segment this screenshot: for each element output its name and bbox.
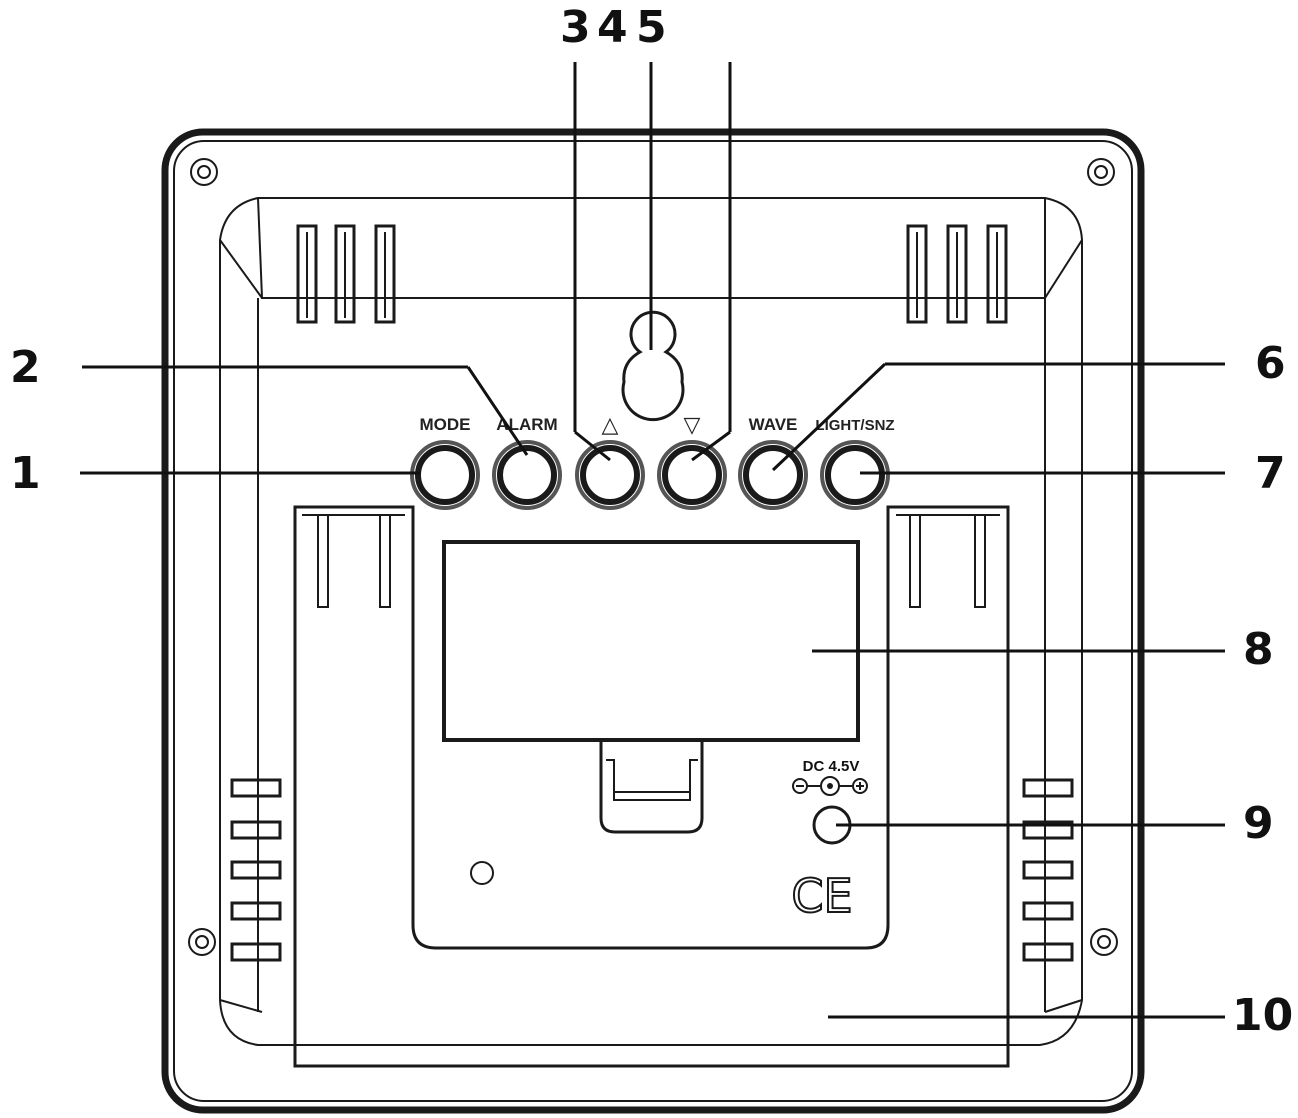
callout-7: 7 (1255, 448, 1286, 499)
callout-6: 6 (1255, 338, 1286, 389)
callout-8: 8 (1243, 624, 1274, 675)
light-snooze-button[interactable] (820, 440, 890, 510)
wave-label: WAVE (749, 415, 798, 434)
down-label: ▽ (684, 412, 701, 437)
dc-label: DC 4.5V (803, 758, 860, 775)
screw-icon (1090, 928, 1118, 956)
callout-1: 1 (10, 448, 41, 499)
alarm-label: ALARM (496, 415, 557, 434)
stand (293, 505, 1010, 1068)
screw-icon (1087, 158, 1115, 186)
screw-icon (188, 928, 216, 956)
battery-compartment (442, 540, 860, 834)
top-vents-left (296, 224, 396, 324)
down-button[interactable] (657, 440, 727, 510)
alarm-button[interactable] (492, 440, 562, 510)
mode-label: MODE (420, 415, 471, 434)
wave-button[interactable] (738, 440, 808, 510)
keyhole-hanger-icon (621, 310, 685, 422)
side-vents-left (230, 778, 282, 962)
reset-hole (470, 861, 494, 885)
callout-3: 3 (560, 2, 591, 53)
ce-mark-icon: CE (791, 869, 852, 923)
light-snooze-label: LIGHT/SNZ (815, 417, 894, 434)
callout-5: 5 (636, 2, 667, 53)
side-vents-right (1022, 778, 1074, 962)
callout-4: 4 (597, 2, 628, 53)
dc-polarity-icon (792, 776, 868, 796)
up-label: △ (602, 412, 619, 437)
callout-2: 2 (10, 342, 41, 393)
mode-button[interactable] (410, 440, 480, 510)
housing (161, 128, 1145, 1114)
screw-icon (190, 158, 218, 186)
top-vents-right (906, 224, 1008, 324)
callout-10: 10 (1232, 990, 1294, 1041)
leader-lines (80, 62, 1225, 1019)
up-button[interactable] (575, 440, 645, 510)
callout-9: 9 (1243, 798, 1274, 849)
